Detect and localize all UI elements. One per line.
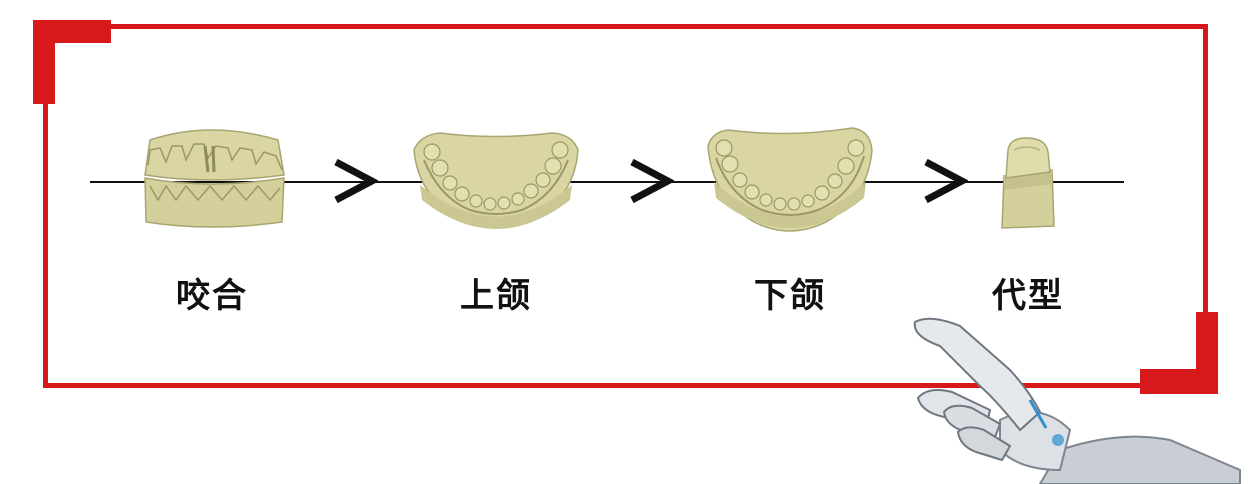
frame-corner-bottom-right-vertical: [1196, 312, 1218, 394]
chevron-right-icon: [924, 158, 968, 204]
die-model-icon: [1001, 137, 1055, 229]
flow-line: [90, 181, 1124, 183]
chevron-right-icon: [334, 158, 378, 204]
step-label-lower-jaw: 下颌: [754, 276, 826, 316]
step-label-die: 代型: [992, 276, 1064, 316]
step-label-occlusion: 咬合: [176, 276, 248, 316]
lower-jaw-model-icon: [707, 127, 873, 232]
upper-jaw-model-icon: [413, 132, 579, 229]
red-frame: [43, 24, 1208, 388]
occlusion-model-icon: [144, 129, 285, 228]
frame-corner-top-left-vertical: [33, 20, 55, 104]
robot-hand-icon: [913, 317, 1241, 484]
chevron-right-icon: [630, 158, 674, 204]
step-label-upper-jaw: 上颌: [460, 276, 532, 316]
